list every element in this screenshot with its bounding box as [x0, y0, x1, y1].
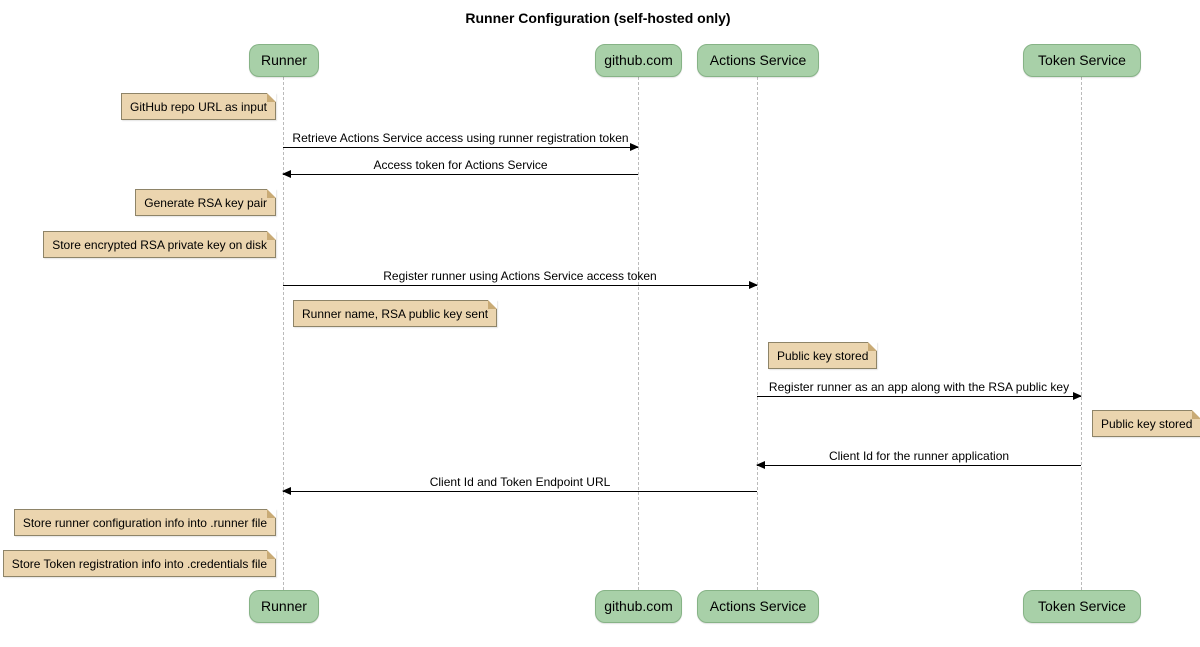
note-public-key-stored-actions: Public key stored — [768, 342, 878, 369]
note-runner-name-rsa-public-key-sent: Runner name, RSA public key sent — [293, 300, 498, 327]
message-label: Client Id and Token Endpoint URL — [429, 475, 611, 489]
lifeline-actions-service — [757, 77, 758, 590]
note-store-token-registration: Store Token registration info into .cred… — [2, 550, 277, 577]
participant-github-com-top: github.com — [595, 44, 682, 77]
arrow-line — [756, 461, 1081, 469]
note-store-encrypted-rsa-private-key: Store encrypted RSA private key on disk — [43, 231, 276, 258]
message-client-id-for-runner-application: Client Id for the runner application — [756, 449, 1081, 469]
participant-token-service-top: Token Service — [1023, 44, 1141, 77]
diagram-title: Runner Configuration (self-hosted only) — [465, 10, 731, 26]
participant-runner-bottom: Runner — [249, 590, 319, 623]
participant-token-service-bottom: Token Service — [1023, 590, 1141, 623]
lifeline-token-service — [1081, 77, 1082, 590]
message-register-runner-as-app: Register runner as an app along with the… — [757, 380, 1082, 400]
arrow-line — [282, 170, 638, 178]
message-label: Access token for Actions Service — [373, 158, 548, 172]
message-client-id-and-token-endpoint-url: Client Id and Token Endpoint URL — [282, 475, 757, 495]
note-generate-rsa-key-pair: Generate RSA key pair — [135, 189, 276, 216]
note-store-runner-configuration: Store runner configuration info into .ru… — [13, 509, 277, 536]
message-label: Register runner using Actions Service ac… — [383, 269, 657, 283]
lifeline-runner — [283, 77, 284, 590]
arrow-line — [283, 143, 639, 151]
message-access-token-for-actions-service: Access token for Actions Service — [282, 158, 638, 178]
participant-actions-service-bottom: Actions Service — [697, 590, 819, 623]
arrow-line — [282, 487, 757, 495]
message-register-runner: Register runner using Actions Service ac… — [283, 269, 758, 289]
note-public-key-stored-token: Public key stored — [1092, 410, 1200, 437]
arrow-line — [757, 392, 1082, 400]
message-label: Retrieve Actions Service access using ru… — [292, 131, 629, 145]
message-label: Register runner as an app along with the… — [768, 380, 1070, 394]
participant-github-com-bottom: github.com — [595, 590, 682, 623]
arrow-line — [283, 281, 758, 289]
lifeline-github-com — [638, 77, 639, 590]
note-github-repo-url-as-input: GitHub repo URL as input — [121, 93, 276, 120]
participant-runner-top: Runner — [249, 44, 319, 77]
message-retrieve-actions-service-access: Retrieve Actions Service access using ru… — [283, 131, 639, 151]
participant-actions-service-top: Actions Service — [697, 44, 819, 77]
message-label: Client Id for the runner application — [828, 449, 1010, 463]
